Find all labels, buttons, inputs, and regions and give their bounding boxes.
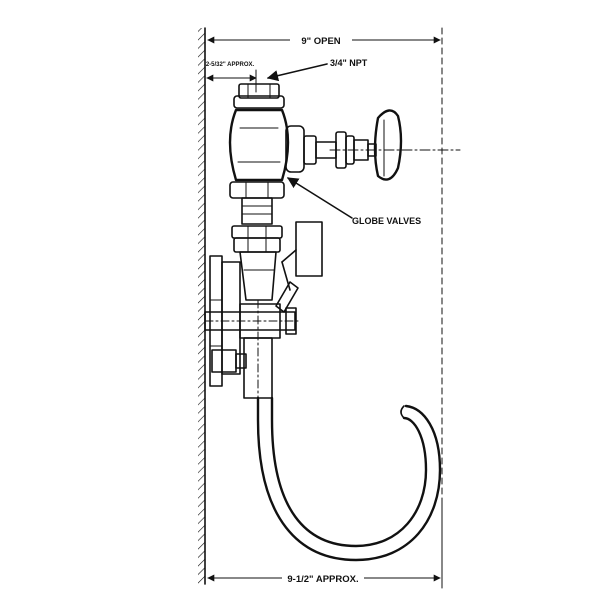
- npt-label: 3/4" NPT: [330, 58, 368, 68]
- lower-union-nut: [231, 225, 283, 253]
- valve-bonnet: [285, 125, 377, 173]
- lower-bolt-nut: [211, 349, 247, 373]
- top-dimension-label: 9" OPEN: [301, 36, 340, 47]
- npt-arrow: [266, 63, 328, 82]
- valve-handle: [373, 109, 403, 181]
- bottom-dimension-label: 9-1/2" APPROX.: [287, 574, 358, 585]
- j-outlet-pipe: [256, 396, 442, 562]
- top-inlet-nut: [233, 83, 285, 109]
- top-dimension: [207, 33, 441, 47]
- middle-nut: [229, 181, 285, 199]
- globe-valves-arrow: [287, 177, 353, 219]
- side-offset-text: 2-5/32" APPROX.: [206, 62, 255, 68]
- upper-globe-valve-body: [228, 108, 290, 182]
- globe-valves-label: GLOBE VALVES: [352, 216, 421, 226]
- side-offset-dimension: [206, 69, 257, 93]
- angled-fitting: [275, 281, 299, 313]
- mounting-bolts: [204, 303, 301, 339]
- wall: [198, 27, 206, 585]
- bottom-dimension: [207, 571, 441, 585]
- pipe-nipple: [241, 197, 273, 225]
- side-offset-label: 2-5/32" APPROX.: [206, 62, 255, 68]
- solenoid-box: [281, 221, 323, 291]
- lower-valve-body: [239, 251, 277, 301]
